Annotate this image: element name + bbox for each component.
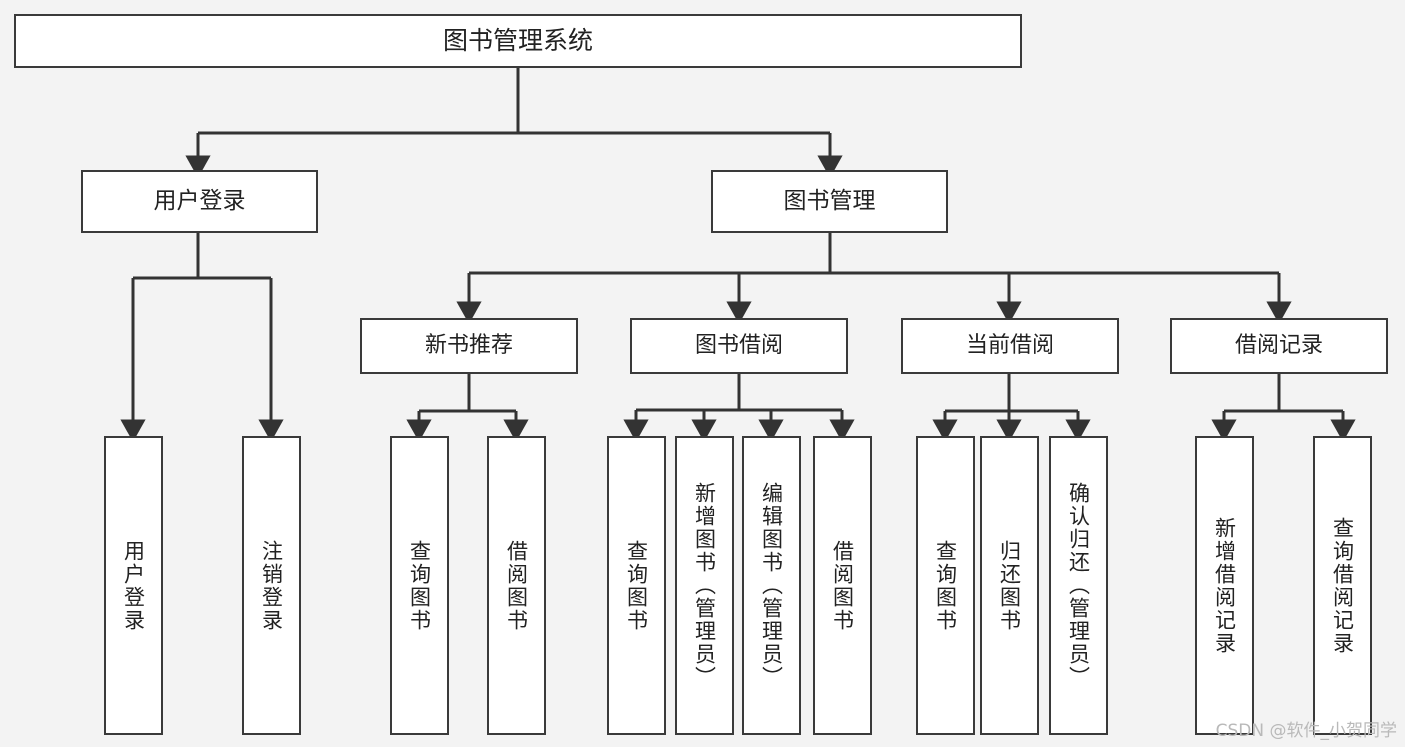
- node-user-login[interactable]: 用户登录: [81, 170, 318, 233]
- node-label: 图书管理系统: [442, 25, 593, 55]
- node-label: 归还图书: [997, 539, 1022, 632]
- node-label: 借阅图书: [830, 539, 855, 632]
- leaf-new-book-borrow[interactable]: 借阅图书: [487, 436, 546, 735]
- node-label: 图书借阅: [694, 333, 783, 359]
- node-label: 借阅记录: [1234, 333, 1323, 359]
- node-label: 编辑图书（管理员）: [759, 482, 784, 689]
- node-label: 新增图书（管理员）: [692, 482, 717, 689]
- node-label: 用户登录: [121, 539, 146, 632]
- node-label: 当前借阅: [965, 333, 1054, 359]
- leaf-book-borrow-borrow[interactable]: 借阅图书: [813, 436, 872, 735]
- node-book-management[interactable]: 图书管理: [711, 170, 948, 233]
- node-new-book-recommend[interactable]: 新书推荐: [360, 318, 578, 374]
- leaf-book-borrow-add[interactable]: 新增图书（管理员）: [675, 436, 734, 735]
- node-label: 确认归还（管理员）: [1066, 482, 1091, 689]
- node-root-system[interactable]: 图书管理系统: [14, 14, 1022, 68]
- leaf-user-login-logout[interactable]: 注销登录: [242, 436, 301, 735]
- node-borrow-record[interactable]: 借阅记录: [1170, 318, 1388, 374]
- node-label: 查询图书: [624, 539, 649, 632]
- leaf-current-borrow-return[interactable]: 归还图书: [980, 436, 1039, 735]
- leaf-user-login-login[interactable]: 用户登录: [104, 436, 163, 735]
- leaf-current-borrow-confirm-return[interactable]: 确认归还（管理员）: [1049, 436, 1108, 735]
- node-label: 新书推荐: [424, 333, 513, 359]
- node-book-borrow[interactable]: 图书借阅: [630, 318, 848, 374]
- node-label: 借阅图书: [504, 539, 529, 632]
- leaf-book-borrow-query[interactable]: 查询图书: [607, 436, 666, 735]
- node-label: 查询图书: [933, 539, 958, 632]
- leaf-current-borrow-query[interactable]: 查询图书: [916, 436, 975, 735]
- node-label: 查询借阅记录: [1330, 516, 1355, 655]
- leaf-new-book-query[interactable]: 查询图书: [390, 436, 449, 735]
- csdn-watermark: CSDN @软件_小贺同学: [1215, 721, 1397, 741]
- node-label: 新增借阅记录: [1212, 516, 1237, 655]
- leaf-borrow-record-query[interactable]: 查询借阅记录: [1313, 436, 1372, 735]
- node-label: 图书管理: [783, 188, 876, 215]
- node-current-borrow[interactable]: 当前借阅: [901, 318, 1119, 374]
- leaf-book-borrow-edit[interactable]: 编辑图书（管理员）: [742, 436, 801, 735]
- node-label: 注销登录: [259, 539, 284, 632]
- leaf-borrow-record-add[interactable]: 新增借阅记录: [1195, 436, 1254, 735]
- node-label: 查询图书: [407, 539, 432, 632]
- node-label: 用户登录: [153, 188, 246, 215]
